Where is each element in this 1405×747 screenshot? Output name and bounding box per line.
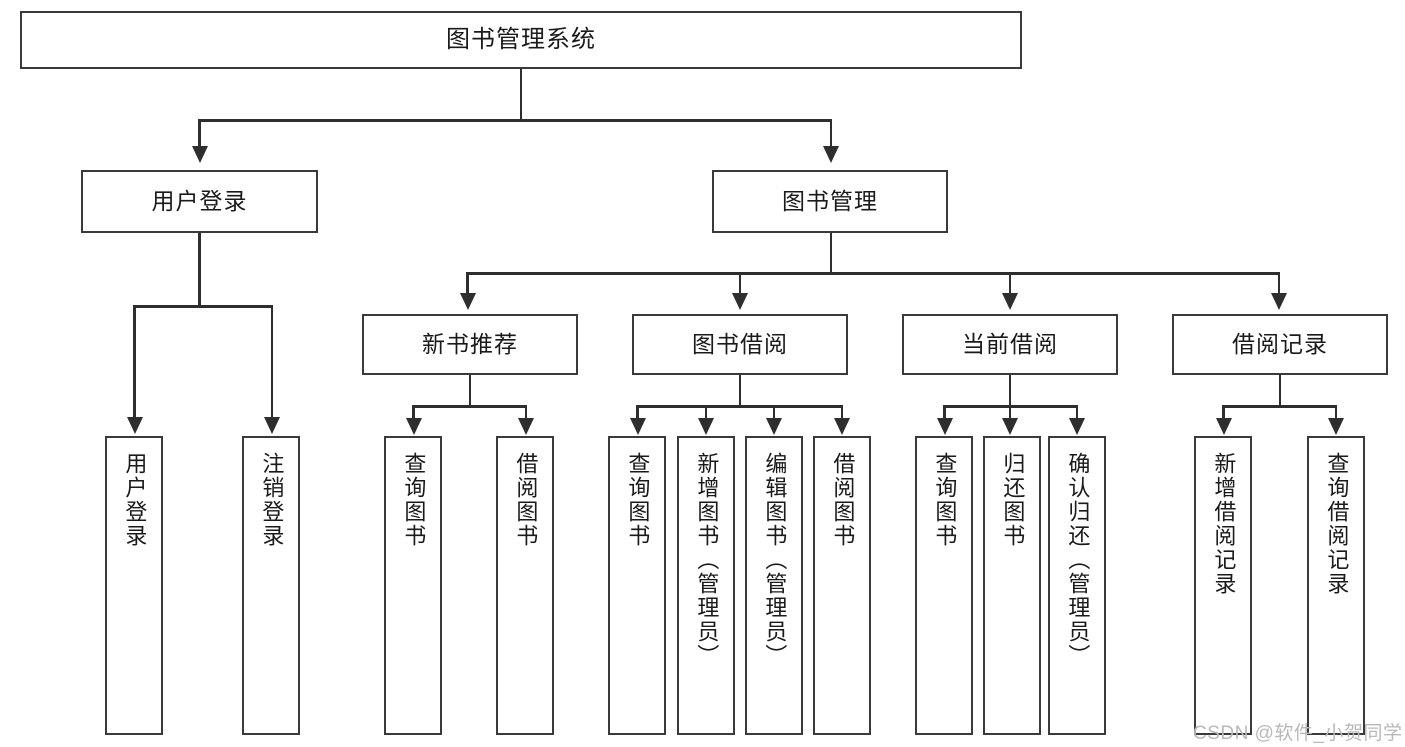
leaf-current-borrow-return-book[interactable]: 归还图书 (983, 436, 1041, 735)
connector-user-login-bus (133, 305, 273, 308)
leaf-user-login-logout[interactable]: 注销登录 (242, 436, 300, 735)
leaf-new-book-borrow-book[interactable]: 借阅图书 (496, 436, 554, 735)
arrow-current-borrow-leaf-3-icon (1069, 418, 1085, 435)
leaf-borrow-record-query-record[interactable]: 查询借阅记录 (1307, 436, 1365, 735)
node-user-login[interactable]: 用户登录 (81, 170, 318, 233)
leaf-label: 新增借阅记录 (1211, 452, 1237, 596)
arrow-book-borrow-leaf-2-icon (698, 418, 714, 435)
connector-borrow-record-drop-2 (1334, 405, 1337, 419)
arrow-borrow-record-leaf-1-icon (1215, 418, 1232, 435)
arrow-level2-2-icon (823, 146, 839, 163)
node-borrow-record[interactable]: 借阅记录 (1172, 314, 1388, 375)
watermark-text: CSDN @软件_小贺同学 (1193, 723, 1403, 744)
arrow-level3-1-icon (459, 293, 476, 310)
leaf-label: 注销登录 (259, 452, 285, 548)
connector-current-borrow-drop-2 (1008, 405, 1011, 419)
connector-borrow-record-drop-1 (1222, 405, 1225, 419)
node-book-management[interactable]: 图书管理 (712, 170, 948, 233)
leaf-book-borrow-edit-book-admin[interactable]: 编辑图书（管理员） (745, 436, 803, 735)
connector-level2-drop-1 (198, 119, 201, 147)
connector-borrow-record-stem (1278, 375, 1281, 407)
connector-level2-drop-2 (829, 119, 832, 147)
leaf-label: 用户登录 (122, 452, 148, 548)
node-label: 图书管理 (782, 187, 878, 214)
connector-level3-bus (466, 272, 1280, 275)
arrow-user-login-leaf-2-icon (264, 417, 280, 434)
node-label: 新书推荐 (422, 330, 518, 357)
arrow-current-borrow-leaf-1-icon (936, 418, 953, 435)
leaf-label: 编辑图书（管理员） (762, 452, 788, 668)
connector-current-borrow-stem (1008, 375, 1011, 407)
connector-level3-drop-4 (1277, 272, 1280, 294)
leaf-label: 借阅图书 (513, 452, 539, 548)
connector-book-management-stem (829, 233, 832, 274)
connector-new-book-bus (412, 405, 527, 408)
connector-root-stem (519, 69, 522, 120)
arrow-book-borrow-leaf-4-icon (834, 418, 850, 435)
leaf-new-book-query-book[interactable]: 查询图书 (384, 436, 442, 735)
leaf-book-borrow-add-book-admin[interactable]: 新增图书（管理员） (677, 436, 735, 735)
arrow-level3-2-icon (732, 293, 748, 310)
node-book-borrow[interactable]: 图书借阅 (632, 314, 848, 375)
arrow-level3-3-icon (1002, 293, 1018, 310)
arrow-level2-1-icon (191, 146, 208, 163)
node-new-book-recommend[interactable]: 新书推荐 (362, 314, 578, 375)
node-label: 图书借阅 (692, 330, 788, 357)
leaf-label: 查询图书 (401, 452, 427, 548)
connector-level2-bus (198, 119, 832, 122)
leaf-label: 确认归还（管理员） (1065, 452, 1091, 668)
arrow-borrow-record-leaf-2-icon (1328, 418, 1344, 435)
node-label: 图书管理系统 (446, 25, 596, 53)
arrow-book-borrow-leaf-1-icon (629, 418, 646, 435)
arrow-book-borrow-leaf-3-icon (766, 418, 782, 435)
connector-user-login-stem (198, 233, 201, 307)
leaf-label: 查询图书 (932, 452, 958, 548)
connector-level3-drop-2 (738, 272, 741, 294)
leaf-label: 查询图书 (625, 452, 651, 548)
leaf-book-borrow-borrow-book[interactable]: 借阅图书 (813, 436, 871, 735)
connector-book-borrow-drop-1 (636, 405, 639, 419)
leaf-user-login-login[interactable]: 用户登录 (105, 436, 163, 735)
connector-new-book-drop-1 (412, 405, 415, 419)
node-current-borrow[interactable]: 当前借阅 (902, 314, 1118, 375)
leaf-label: 归还图书 (1000, 452, 1026, 548)
node-label: 借阅记录 (1232, 330, 1328, 357)
leaf-book-borrow-query-book[interactable]: 查询图书 (608, 436, 666, 735)
connector-current-borrow-drop-1 (943, 405, 946, 419)
connector-user-login-drop-2 (270, 305, 273, 418)
arrow-new-book-leaf-2-icon (518, 418, 534, 435)
arrow-user-login-leaf-1-icon (126, 417, 143, 434)
connector-book-borrow-drop-3 (772, 405, 775, 419)
leaf-label: 查询借阅记录 (1324, 452, 1350, 596)
connector-new-book-stem (468, 375, 471, 407)
connector-current-borrow-drop-3 (1075, 405, 1078, 419)
connector-user-login-drop-1 (133, 305, 136, 418)
leaf-current-borrow-query-book[interactable]: 查询图书 (915, 436, 973, 735)
connector-level3-drop-1 (466, 272, 469, 294)
arrow-new-book-leaf-1-icon (405, 418, 422, 435)
node-root-book-management-system[interactable]: 图书管理系统 (20, 11, 1022, 69)
connector-book-borrow-bus (636, 405, 843, 408)
connector-book-borrow-drop-4 (840, 405, 843, 419)
node-label: 用户登录 (151, 187, 248, 214)
connector-new-book-drop-2 (524, 405, 527, 419)
connector-level3-drop-3 (1008, 272, 1011, 294)
connector-borrow-record-bus (1222, 405, 1337, 408)
arrow-level3-4-icon (1271, 293, 1287, 310)
leaf-label: 新增图书（管理员） (694, 452, 720, 668)
connector-book-borrow-stem (738, 375, 741, 407)
arrow-current-borrow-leaf-2-icon (1002, 418, 1018, 435)
leaf-current-borrow-confirm-return-admin[interactable]: 确认归还（管理员） (1048, 436, 1106, 735)
connector-book-borrow-drop-2 (704, 405, 707, 419)
node-label: 当前借阅 (962, 330, 1058, 357)
leaf-borrow-record-add-record[interactable]: 新增借阅记录 (1194, 436, 1252, 735)
leaf-label: 借阅图书 (830, 452, 856, 548)
